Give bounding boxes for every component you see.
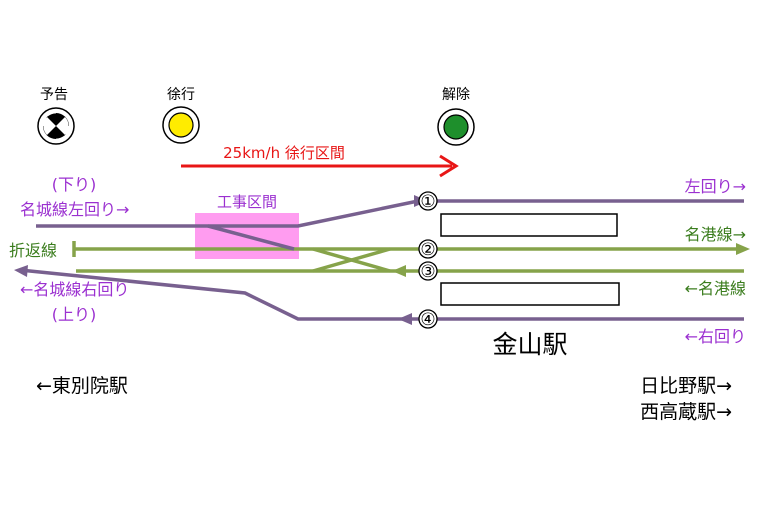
crossover-line-b xyxy=(312,247,391,273)
meijo-west-arrowhead xyxy=(14,265,28,277)
meiko-outbound-label: 名港線→ xyxy=(685,225,746,244)
platform-upper xyxy=(440,213,618,237)
meijo-tracks xyxy=(19,199,744,321)
yellow-lamp-icon xyxy=(168,112,194,138)
track-4-line xyxy=(19,268,404,321)
track-4-circle xyxy=(418,309,438,329)
signal-advance-label: 予告 xyxy=(40,87,68,103)
down-direction-label: (下り) xyxy=(52,175,97,194)
track-1-number: ① xyxy=(420,192,435,212)
speed-limit-arrowhead xyxy=(439,154,459,178)
construction-label: 工事区間 xyxy=(217,193,277,211)
track-3-number: ③ xyxy=(420,262,435,282)
to-nishitakakura-label: 西高蔵駅→ xyxy=(640,401,732,423)
green-lamp-icon xyxy=(443,114,469,140)
track-2-circle xyxy=(418,239,438,259)
turnback-label: 折返線 xyxy=(9,241,57,260)
meijo-left-loop-label: 名城線左回り→ xyxy=(20,200,129,219)
meiko-tracks xyxy=(74,247,744,273)
track-2-number: ② xyxy=(420,240,435,260)
track-3-arrowhead xyxy=(392,265,406,277)
to-hibino-label: 日比野駅→ xyxy=(640,375,732,397)
to-higashi-betsuin-label: ←東別院駅 xyxy=(36,375,128,397)
crossover-line-meijo xyxy=(207,224,295,251)
platform-lower xyxy=(440,282,620,306)
right-loop-label: ←右回り xyxy=(685,327,746,346)
track-3-circle xyxy=(418,261,438,281)
station-name: 金山駅 xyxy=(492,330,567,359)
meijo-right-loop-label: ←名城線右回り xyxy=(20,280,129,299)
signal-slow-label: 徐行 xyxy=(167,87,195,103)
track-4-arrowhead xyxy=(398,313,412,325)
meiko-inbound-label: ←名港線 xyxy=(685,279,746,298)
track-4-number: ④ xyxy=(420,310,435,330)
left-loop-label: 左回り→ xyxy=(685,177,746,196)
signal-advance xyxy=(37,107,75,145)
signal-release xyxy=(437,108,475,146)
signal-release-label: 解除 xyxy=(442,87,470,103)
signal-slow xyxy=(162,106,200,144)
track-1-line xyxy=(36,199,744,228)
speed-limit-label: 25km/h 徐行区間 xyxy=(223,144,345,162)
track-2-arrowhead xyxy=(736,243,750,255)
track-1-circle xyxy=(418,191,438,211)
up-direction-label: (上り) xyxy=(52,305,97,324)
